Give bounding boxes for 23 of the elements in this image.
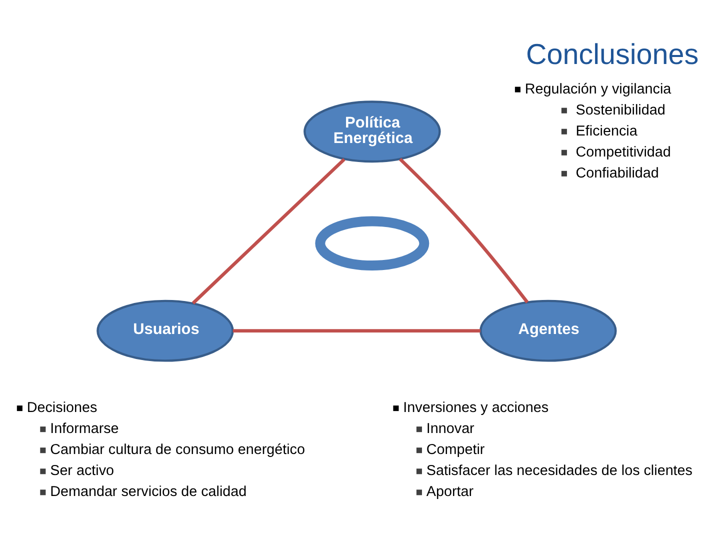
node-label: Competitividad [576,144,671,160]
node-cycle [315,216,430,270]
node-label: Confiabilidad [576,164,659,181]
node-label: Competir [426,442,485,458]
node-ellipse: Política Energética [304,100,441,162]
connector [192,158,346,304]
node-label: Innovar [426,420,474,437]
node-ellipse: Agentes [480,299,617,362]
node-ellipse: Usuarios [96,299,234,362]
node-label: Ser activo [50,462,114,479]
node-label: Inversiones y acciones [403,400,549,416]
node-label: Informarse [50,420,119,437]
connector [232,328,480,332]
node-label: Demandar servicios de calidad [50,484,247,500]
node-label: Eficiencia [576,122,638,139]
node-label: Regulación y vigilancia [524,80,672,97]
node-label: Cambiar cultura de consumo energético [50,442,306,458]
node-label: Satisfacer las necesidades de los clientes [426,462,692,479]
node-label: Aportar [426,484,474,500]
diagram-title: Conclusiones [526,38,699,70]
node-label: Decisiones [26,400,98,416]
node-label: Sostenibilidad [576,102,666,118]
connector [398,157,529,303]
